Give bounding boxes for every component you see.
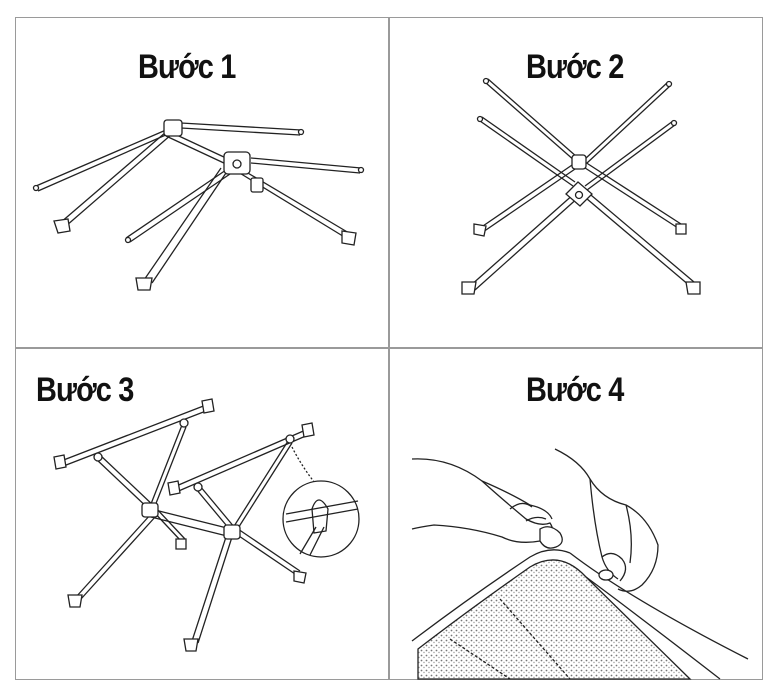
step-title-2: Bước 2	[526, 48, 624, 86]
step-title-1: Bước 1	[138, 48, 236, 86]
frame-assembled-icon	[53, 398, 360, 652]
frame-spread-icon	[461, 77, 701, 295]
step-title-3: Bước 3	[36, 371, 134, 409]
grid-divider-vertical	[388, 17, 390, 680]
fabric-attach-icon	[411, 448, 749, 680]
step-panel-1: Bước 1	[16, 18, 388, 347]
frame-unfolded-icon	[32, 119, 365, 291]
step-panel-4: Bước 4	[390, 349, 762, 680]
step-panel-3: Bước 3	[16, 349, 388, 679]
grid-divider-horizontal	[15, 347, 763, 349]
step-title-4: Bước 4	[526, 371, 624, 409]
step-panel-2: Bước 2	[390, 18, 762, 347]
